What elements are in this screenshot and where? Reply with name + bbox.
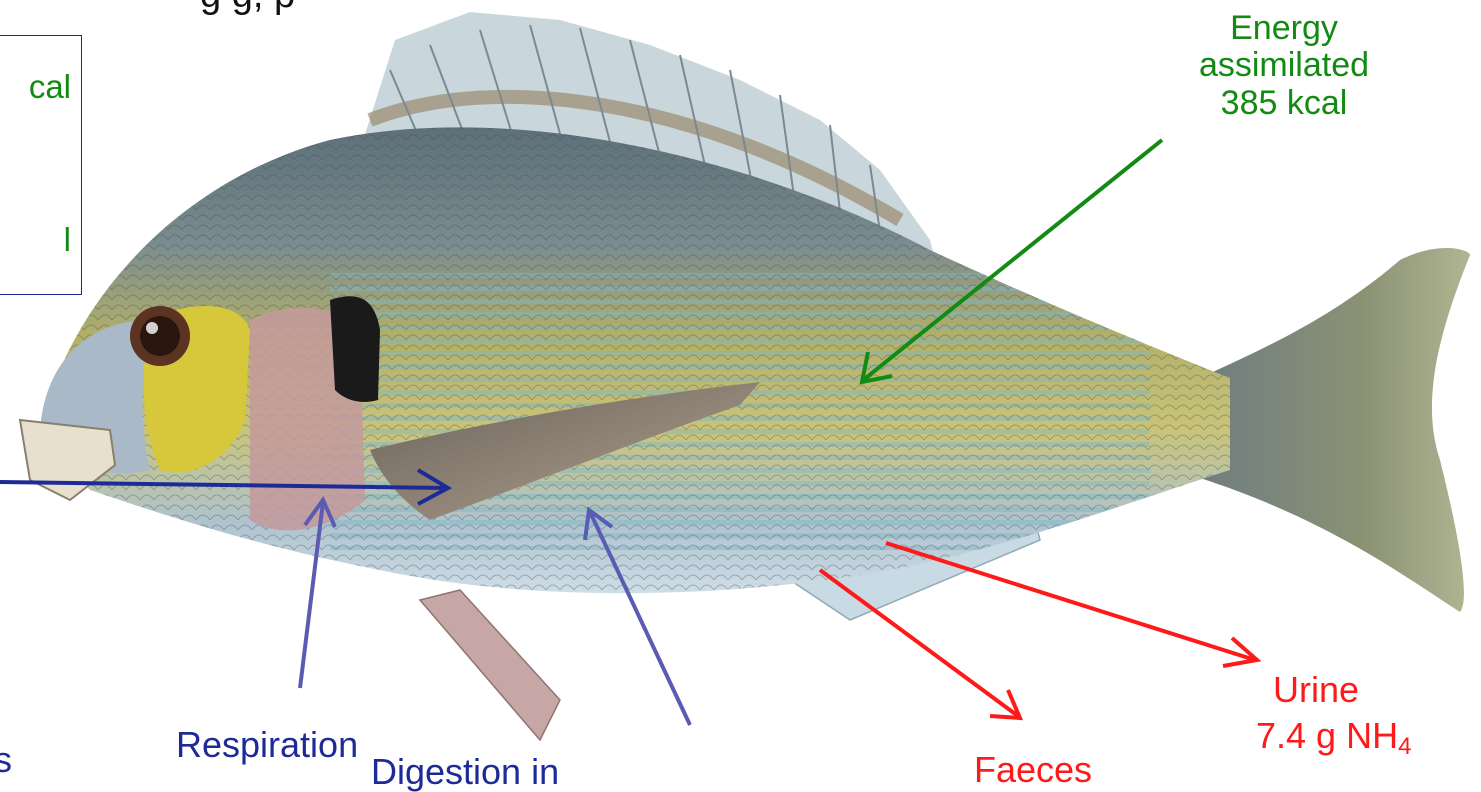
left-edge-text-fragment: s xyxy=(0,740,12,780)
urine-formula-main: 7.4 g NH xyxy=(1256,715,1398,756)
energy-assimilated-label: Energy assimilated 385 kcal xyxy=(1178,10,1390,122)
tail-fin xyxy=(1200,248,1470,612)
faeces-arrow xyxy=(820,570,1018,716)
respiration-label: Respiration xyxy=(176,725,358,765)
fish-energy-diagram: g g, p cal l xyxy=(0,0,1481,768)
urine-arrow xyxy=(886,543,1255,660)
energy-label-line-2: assimilated xyxy=(1178,47,1390,84)
energy-label-line-1: Energy xyxy=(1178,10,1390,47)
urine-label: Urine xyxy=(1273,670,1359,710)
digestion-label: Digestion in xyxy=(371,752,559,792)
faeces-label: Faeces xyxy=(974,750,1092,790)
pelvic-fin xyxy=(420,590,560,740)
urine-formula-subscript: 4 xyxy=(1398,733,1411,760)
energy-label-line-3: 385 kcal xyxy=(1178,85,1390,122)
urine-formula: 7.4 g NH4 xyxy=(1256,716,1411,760)
gill-bar xyxy=(330,296,380,402)
